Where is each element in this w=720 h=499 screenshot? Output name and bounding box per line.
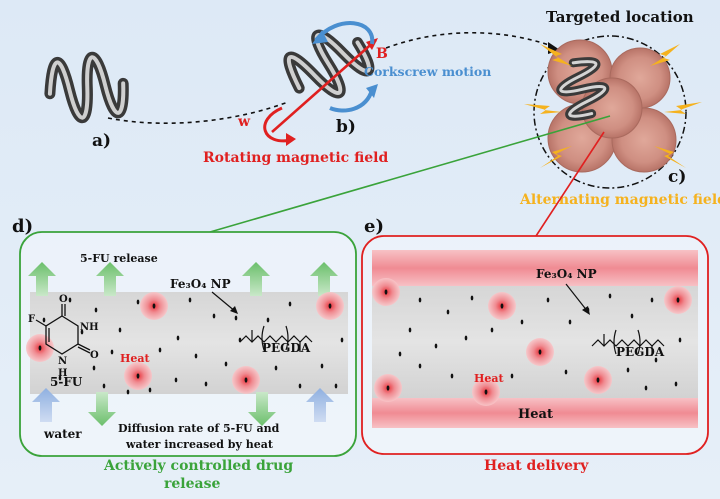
corkscrew-lower-arrowhead-icon [366, 84, 378, 98]
water-label: water [43, 427, 82, 441]
release-arrows [28, 262, 338, 426]
label-a: a) [92, 131, 111, 151]
w-arrowhead-icon [286, 133, 296, 146]
heat-label-d: Heat [120, 352, 151, 365]
heat-band-bottom [372, 398, 698, 428]
nanoparticles-e [384, 289, 682, 395]
mol-o-right: O [90, 350, 99, 361]
mol-nh: NH [80, 322, 99, 333]
helix-robot-b [283, 29, 375, 99]
caption-e: Heat delivery [484, 458, 589, 474]
mol-o-top: O [59, 294, 68, 305]
nanoparticles-d [38, 297, 344, 395]
connector-green [209, 115, 611, 233]
np-label-e: Fe₃O₄ NP [536, 267, 597, 281]
pegda-label-d: PEGDA [262, 341, 311, 355]
heat-band-label: Heat [518, 407, 553, 422]
fluorouracil-structure [35, 304, 91, 355]
helix-robot-a [44, 51, 129, 124]
np-pointer-e [565, 283, 589, 313]
np-pointer-e-arrowhead-icon [582, 306, 590, 315]
label-c: c) [668, 167, 686, 187]
label-d: d) [12, 216, 33, 237]
tumor-cell-cluster [547, 39, 677, 173]
connector-red [535, 131, 605, 237]
diffusion-line-2: water increased by heat [125, 438, 274, 451]
caption-d-line-2: release [164, 476, 220, 492]
heat-band-top [372, 250, 698, 286]
caption-d-line-1: Actively controlled drug [103, 458, 293, 474]
alternating-field-label: Alternating magnetic field [519, 192, 720, 208]
target-boundary [533, 35, 687, 189]
trajectory-b-to-c [385, 31, 553, 49]
mol-f: F [28, 314, 35, 325]
mol-n: N [58, 356, 67, 367]
pegda-structure-d [239, 325, 313, 352]
panel-d-hydrogel [30, 292, 348, 394]
mol-h: H [58, 368, 67, 379]
pegda-structure-e [591, 329, 665, 356]
corkscrew-arc-lower [329, 89, 374, 113]
label-b: b) [336, 117, 356, 137]
label-e: e) [364, 216, 384, 237]
diffusion-line-1: Diffusion rate of 5-FU and [118, 422, 280, 435]
b-field-arrow [271, 39, 377, 133]
np-pointer-d-arrowhead-icon [230, 306, 238, 314]
b-vector-label: B [376, 46, 388, 62]
heat-label-e-small: Heat [474, 372, 505, 385]
water-arrows [32, 388, 334, 422]
w-label: w [237, 114, 251, 130]
w-rotation-arc [263, 106, 293, 143]
np-pointer-d [211, 291, 237, 313]
pegda-label-e: PEGDA [616, 345, 665, 359]
drug-label: 5-FU [50, 375, 83, 389]
corkscrew-arrowhead-icon [312, 30, 328, 44]
helix-robot-c [556, 57, 610, 121]
rotating-field-label: Rotating magnetic field [203, 150, 388, 166]
release-label: 5-FU release [80, 252, 158, 265]
targeted-location-label: Targeted location [546, 8, 694, 26]
corkscrew-label: Corkscrew motion [364, 64, 491, 79]
alternating-field-bolts [524, 44, 702, 168]
np-label-d: Fe₃O₄ NP [170, 277, 231, 291]
trajectory-a-to-b [107, 101, 289, 125]
